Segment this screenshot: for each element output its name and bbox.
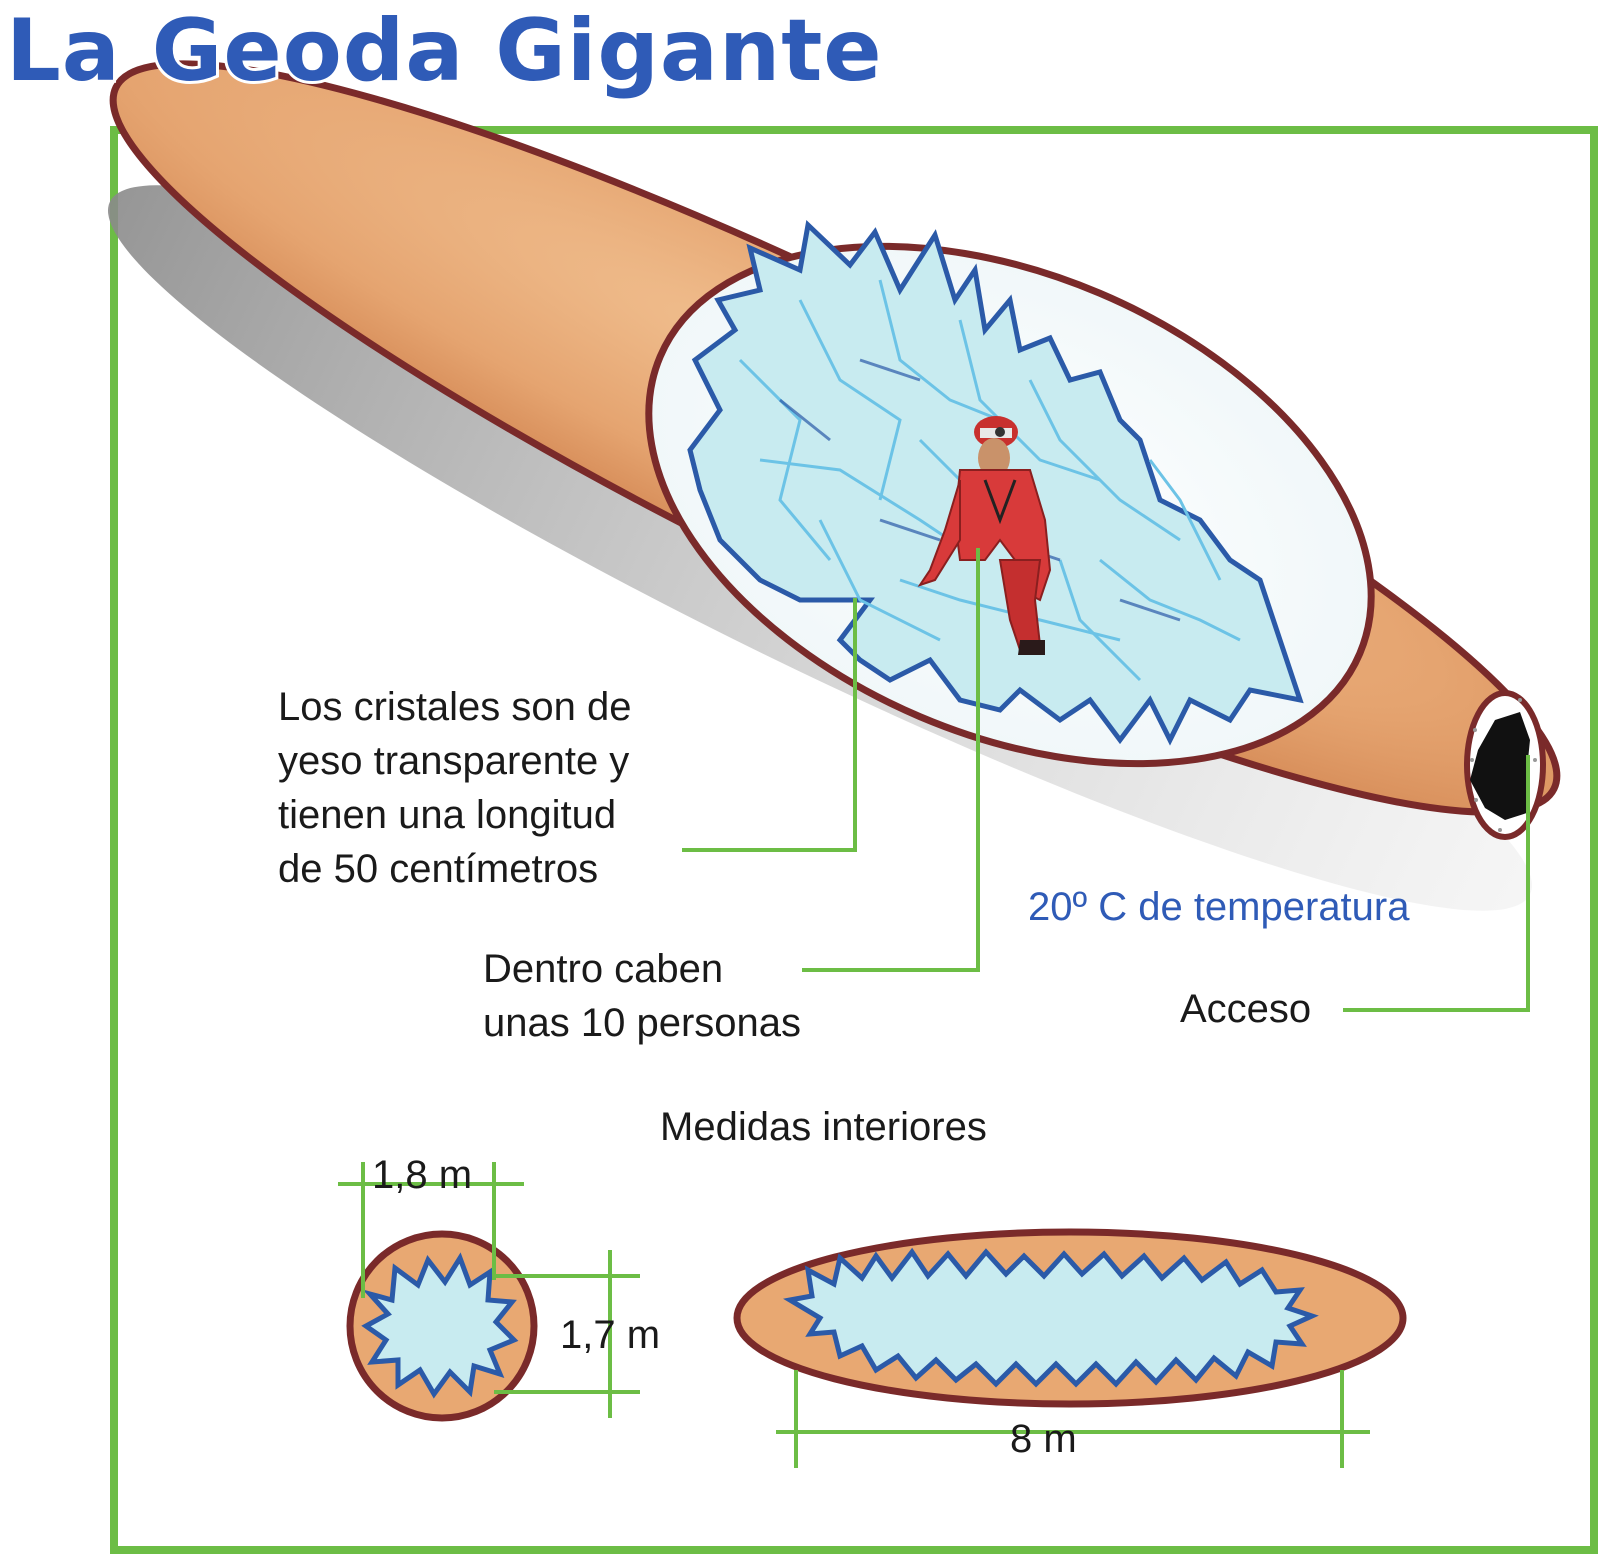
medidas-heading: Medidas interiores xyxy=(660,1105,987,1149)
dimension-largo-label: 8 m xyxy=(1010,1417,1077,1461)
annotation-temperatura: 20º C de temperatura xyxy=(1028,885,1410,929)
annotation-acceso: Acceso xyxy=(1180,987,1312,1031)
cave-explorer-figure xyxy=(917,416,1052,655)
leader-lines xyxy=(682,548,1530,1012)
annotation-cristales-line: yeso transparente y xyxy=(278,739,630,783)
annotation-personas: Dentro caben unas 10 personas xyxy=(483,942,801,1050)
annotation-cristales-line: Los cristales son de xyxy=(278,685,632,729)
dimension-lines xyxy=(338,1162,1370,1468)
annotation-cristales-line: de 50 centímetros xyxy=(278,847,599,891)
leader-acceso xyxy=(1343,755,1530,1012)
leader-personas xyxy=(802,548,980,972)
annotation-personas-line: Dentro caben xyxy=(483,947,724,991)
dimension-alto-label: 1,7 m xyxy=(560,1313,661,1357)
annotation-cristales-line: tienen una longitud xyxy=(278,793,617,837)
cross-section-ellipse xyxy=(733,1228,1407,1408)
dimension-ancho-label: 1,8 m xyxy=(372,1153,473,1197)
cross-section-circle xyxy=(346,1230,538,1422)
annotation-cristales: Los cristales son de yeso transparente y… xyxy=(278,680,632,896)
leader-cristales xyxy=(682,598,857,852)
annotation-personas-line: unas 10 personas xyxy=(483,1001,802,1045)
frame-border xyxy=(110,126,1598,1554)
page-title: La Geoda Gigante xyxy=(3,1,885,101)
access-opening xyxy=(1464,690,1546,840)
